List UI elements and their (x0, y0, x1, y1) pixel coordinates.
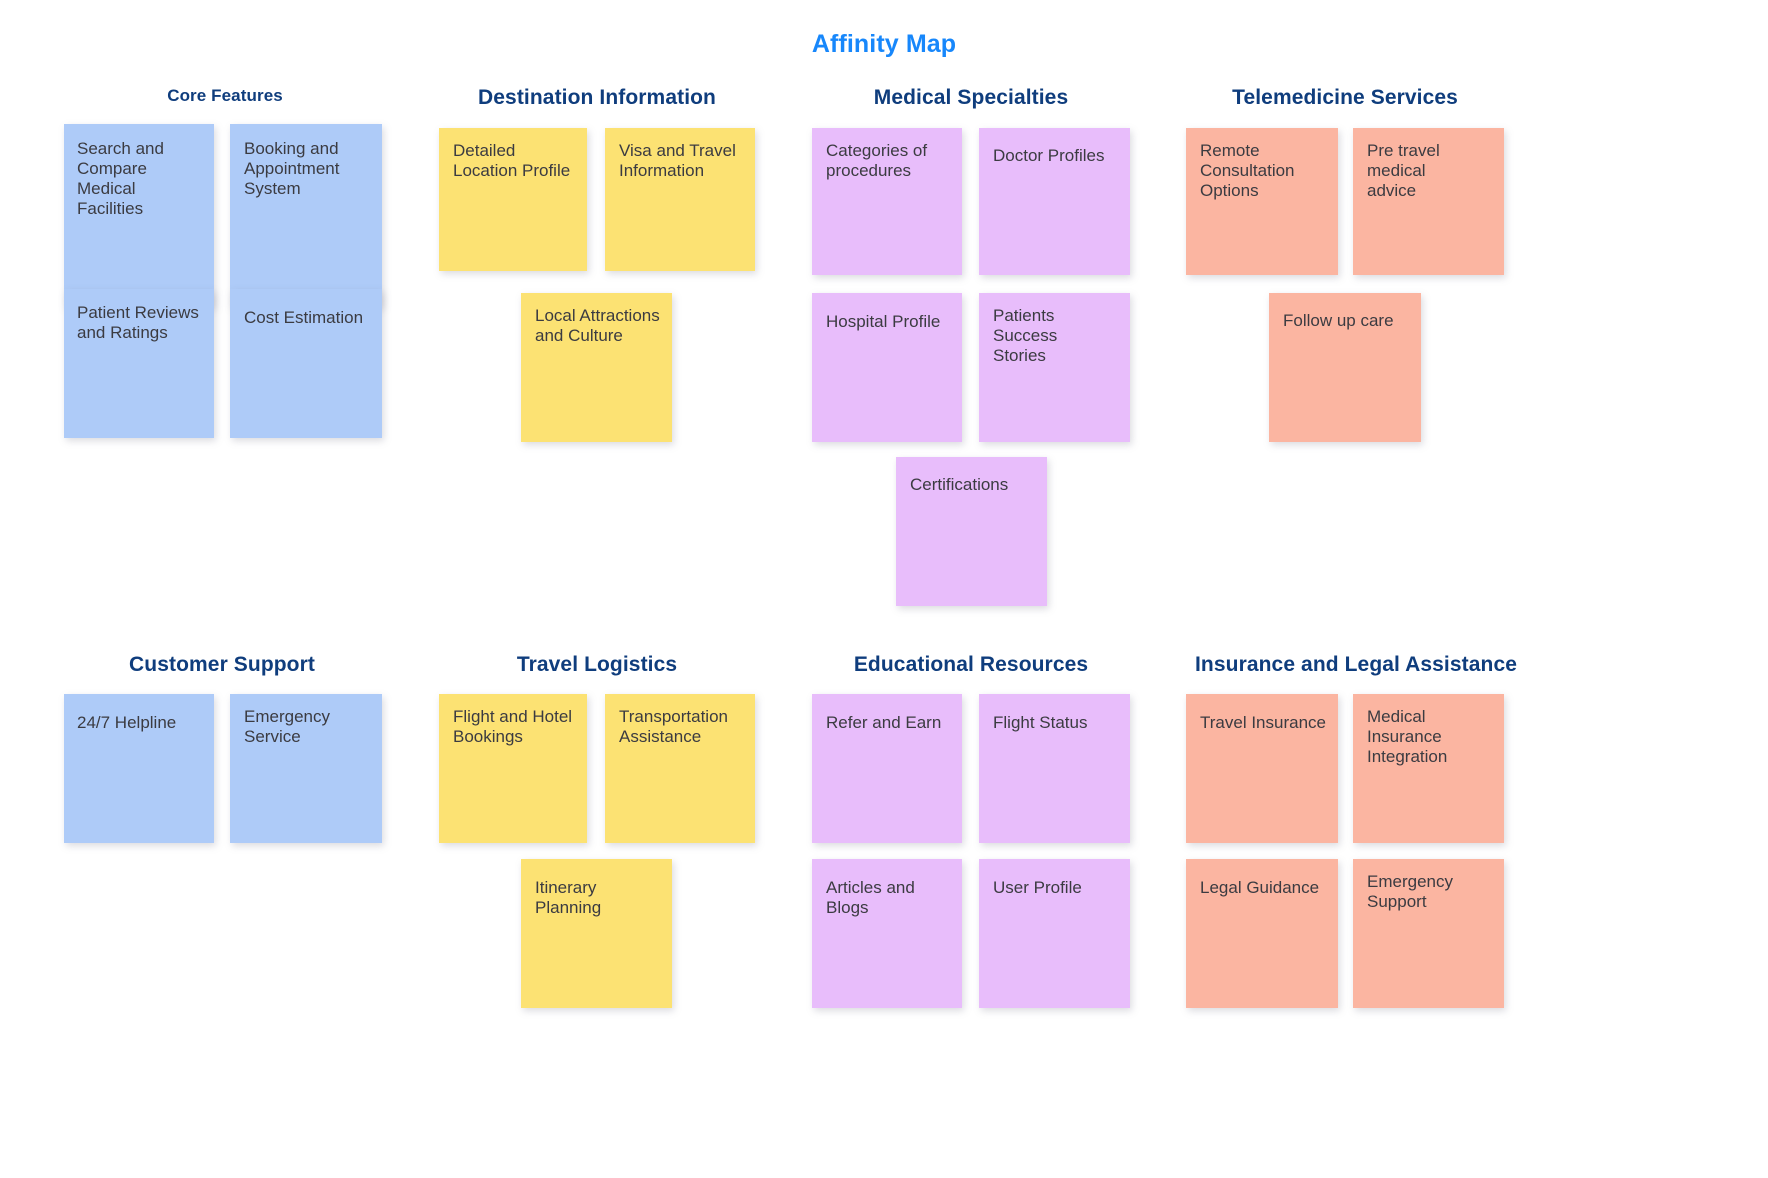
sticky-note-label: Itinerary Planning (535, 878, 602, 918)
sticky-note-user-profile[interactable]: User Profile (979, 859, 1130, 1008)
sticky-note-hospital-profile[interactable]: Hospital Profile (812, 293, 962, 442)
sticky-note-label: Flight Status (993, 713, 1088, 732)
group-title-medical-specialties: Medical Specialties (873, 86, 1069, 109)
sticky-note-label: Local Attractions and Culture (535, 306, 660, 346)
sticky-note-label: Patients Success Stories (993, 306, 1058, 366)
sticky-note-patient-reviews-and-ratings[interactable]: Patient Reviews and Ratings (64, 289, 214, 438)
sticky-note-legal-guidance[interactable]: Legal Guidance (1186, 859, 1338, 1008)
sticky-note-articles-and-blogs[interactable]: Articles and Blogs (812, 859, 962, 1008)
sticky-note-remote-consultation-options[interactable]: Remote Consultation Options (1186, 128, 1338, 275)
sticky-note-patients-success-stories[interactable]: Patients Success Stories (979, 293, 1130, 442)
sticky-note-doctor-profiles[interactable]: Doctor Profiles (979, 128, 1130, 275)
sticky-note-label: Emergency Service (244, 707, 330, 747)
sticky-note-emergency-service[interactable]: Emergency Service (230, 694, 382, 843)
sticky-note-label: User Profile (993, 878, 1082, 897)
sticky-note-travel-insurance[interactable]: Travel Insurance (1186, 694, 1338, 843)
sticky-note-follow-up-care[interactable]: Follow up care (1269, 293, 1421, 442)
sticky-note-label: Pre travel medical advice (1367, 141, 1440, 201)
sticky-note-label: Detailed Location Profile (453, 141, 571, 181)
sticky-note-booking-and-appointment-system[interactable]: Booking and Appointment System (230, 124, 382, 307)
sticky-note-label: Certifications (910, 475, 1009, 494)
sticky-note-label: Transportation Assistance (619, 707, 728, 747)
group-title-core-features: Core Features (167, 86, 283, 105)
sticky-note-label: Booking and Appointment System (244, 139, 340, 199)
sticky-note-label: Visa and Travel Information (619, 141, 736, 181)
sticky-note-refer-and-earn[interactable]: Refer and Earn (812, 694, 962, 843)
sticky-note-certifications[interactable]: Certifications (896, 457, 1047, 606)
sticky-note-label: 24/7 Helpline (77, 713, 177, 732)
sticky-note-pre-travel-medical-advice[interactable]: Pre travel medical advice (1353, 128, 1504, 275)
sticky-note-search-and-compare-medical-facilities[interactable]: Search and Compare Medical Facilities (64, 124, 214, 307)
sticky-note-categories-of-procedures[interactable]: Categories of procedures (812, 128, 962, 275)
group-title-insurance-and-legal-assistance: Insurance and Legal Assistance (1195, 653, 1518, 676)
group-title-destination-information: Destination Information (478, 86, 716, 109)
sticky-note-label: Legal Guidance (1200, 878, 1320, 897)
group-title-telemedicine-services: Telemedicine Services (1232, 86, 1458, 109)
sticky-note-label: Cost Estimation (244, 308, 364, 327)
sticky-note-24-7-helpline[interactable]: 24/7 Helpline (64, 694, 214, 843)
sticky-note-emergency-support[interactable]: Emergency Support (1353, 859, 1504, 1008)
sticky-note-flight-status[interactable]: Flight Status (979, 694, 1130, 843)
sticky-note-label: Patient Reviews and Ratings (77, 303, 199, 343)
sticky-note-medical-insurance-integration[interactable]: Medical Insurance Integration (1353, 694, 1504, 843)
sticky-note-label: Refer and Earn (826, 713, 942, 732)
sticky-note-label: Emergency Support (1367, 872, 1453, 912)
sticky-note-detailed-location-profile[interactable]: Detailed Location Profile (439, 128, 587, 271)
sticky-note-label: Remote Consultation Options (1200, 141, 1295, 201)
group-title-educational-resources: Educational Resources (853, 653, 1089, 676)
sticky-note-label: Articles and Blogs (826, 878, 915, 918)
sticky-note-label: Search and Compare Medical Facilities (77, 139, 164, 219)
group-title-travel-logistics: Travel Logistics (516, 653, 678, 676)
sticky-note-transportation-assistance[interactable]: Transportation Assistance (605, 694, 755, 843)
sticky-note-local-attractions-and-culture[interactable]: Local Attractions and Culture (521, 293, 672, 442)
sticky-note-label: Hospital Profile (826, 312, 941, 331)
sticky-note-cost-estimation[interactable]: Cost Estimation (230, 289, 382, 438)
sticky-note-label: Travel Insurance (1200, 713, 1326, 732)
sticky-note-label: Categories of procedures (826, 141, 928, 181)
group-title-customer-support: Customer Support (129, 653, 315, 676)
sticky-note-itinerary-planning[interactable]: Itinerary Planning (521, 859, 672, 1008)
sticky-note-visa-and-travel-information[interactable]: Visa and Travel Information (605, 128, 755, 271)
page-title: Affinity Map (811, 30, 957, 58)
sticky-note-label: Follow up care (1283, 311, 1394, 330)
sticky-note-label: Medical Insurance Integration (1367, 707, 1448, 767)
sticky-note-label: Doctor Profiles (993, 146, 1105, 165)
sticky-note-flight-and-hotel-bookings[interactable]: Flight and Hotel Bookings (439, 694, 587, 843)
sticky-note-label: Flight and Hotel Bookings (453, 707, 573, 747)
